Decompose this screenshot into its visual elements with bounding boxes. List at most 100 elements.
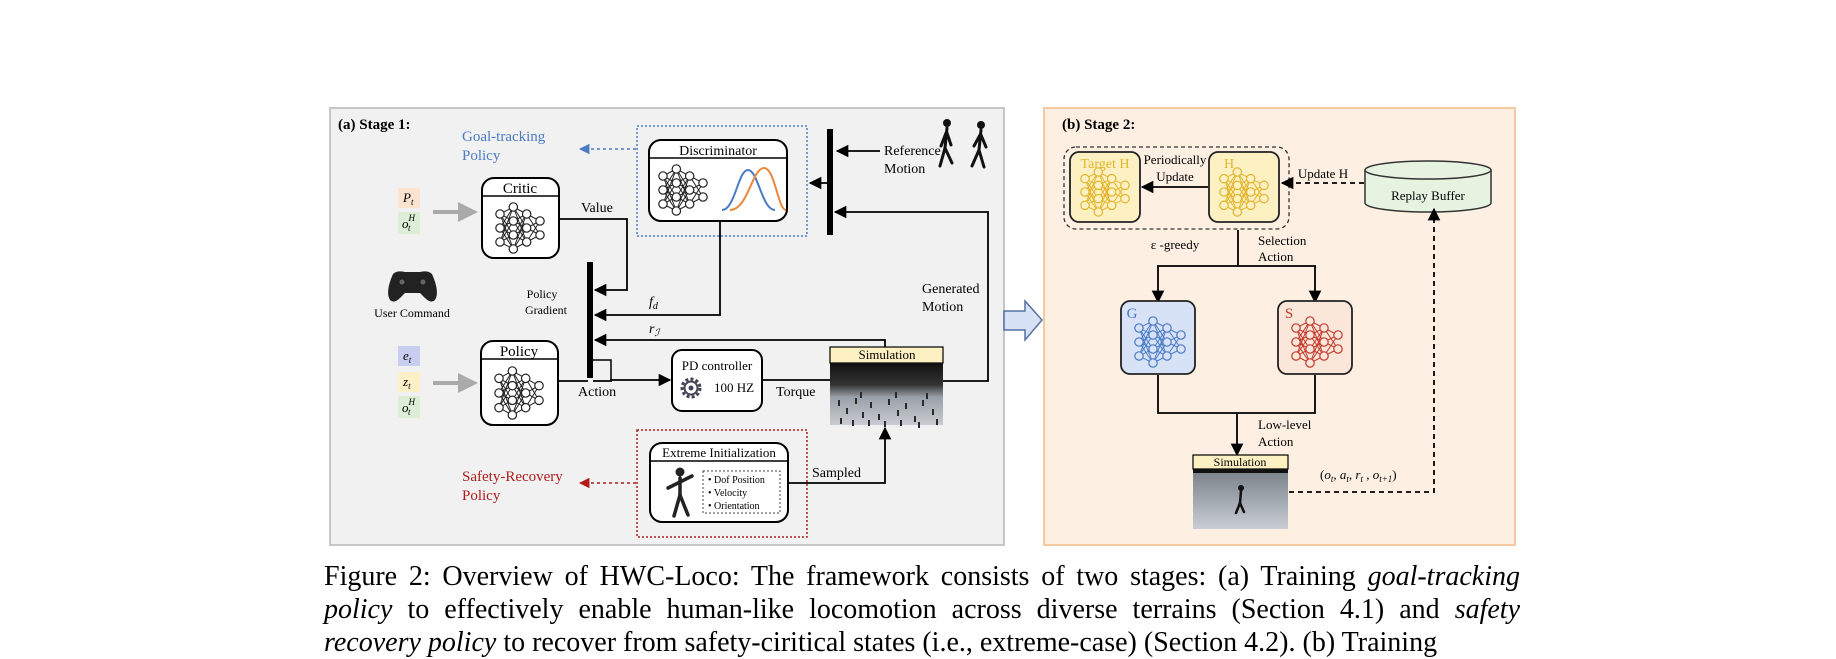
goal-tracking-label-1: Goal-tracking [462, 129, 546, 145]
network-node [1080, 187, 1090, 197]
gamepad-icon [388, 271, 437, 302]
simulation-scene [830, 363, 943, 425]
network-node [1162, 323, 1172, 333]
periodic-update-label-2: Update [1156, 169, 1194, 184]
z-t-symbol: zt [402, 374, 411, 391]
sampled-label: Sampled [812, 466, 861, 481]
network-node [684, 171, 695, 181]
network-node [1319, 323, 1329, 333]
network-node [1232, 180, 1243, 191]
h-box: H [1208, 151, 1280, 223]
discriminator-box: Discriminator [648, 139, 788, 222]
crowd-figure [914, 416, 916, 422]
network-node [495, 223, 505, 233]
sampled-arrow [789, 426, 892, 484]
action-arrow [593, 373, 672, 387]
network-edge [1309, 327, 1325, 364]
orange-distribution-curve [729, 166, 787, 211]
network-node [521, 237, 532, 247]
network-node [1148, 316, 1158, 326]
safety-recovery-label-2: Policy [462, 488, 501, 504]
init-item-velocity: • Velocity [708, 488, 747, 499]
safety-recovery-label-1: Safety-Recovery [462, 469, 563, 485]
transition-tuple-label: (ot, at, rt , ot+1) [1320, 467, 1397, 484]
stage2-title: (b) Stage 2: [1062, 117, 1135, 133]
g-network-icon [1134, 316, 1186, 368]
ri-label: rℐ [649, 322, 661, 339]
network-node [1106, 200, 1117, 211]
network-node [1176, 330, 1186, 340]
user-command-label: User Command [374, 306, 450, 320]
replay-buffer-cylinder: Replay Buffer [1364, 160, 1492, 213]
target-h-network-icon [1080, 167, 1130, 217]
goal-tracking-label-2: Policy [462, 148, 501, 164]
critic-network-icon [495, 202, 545, 254]
network-node [1148, 344, 1158, 354]
network-node [507, 380, 518, 391]
crowd-figure [932, 409, 934, 415]
network-node [1305, 330, 1315, 340]
simulation-crowd [838, 392, 938, 428]
network-node [535, 230, 545, 240]
network-edge [1097, 178, 1113, 213]
network-node [1333, 330, 1343, 340]
eps-greedy-label: ε -greedy [1151, 237, 1200, 252]
caption-prefix: Figure 2: Overview of HWC-Loco: The fram… [324, 561, 1368, 592]
transition-to-buffer-arrow [1289, 207, 1441, 493]
network-node [1219, 173, 1229, 184]
network-node [1148, 330, 1158, 340]
crowd-figure [870, 402, 872, 408]
simulation-label: Simulation [858, 347, 916, 362]
network-node [1219, 200, 1229, 211]
crowd-figure [884, 421, 886, 427]
periodic-update-label-1: Periodically [1144, 152, 1207, 167]
network-node [1093, 207, 1104, 217]
network-node [1093, 180, 1104, 191]
crowd-figure [868, 420, 870, 426]
network-edge [498, 370, 513, 408]
network-node [1291, 351, 1301, 361]
network-node [1305, 316, 1315, 326]
e-t-input [398, 346, 420, 366]
crowd-figure [860, 392, 862, 398]
network-edge [1138, 320, 1154, 357]
h-label: H [1224, 157, 1234, 172]
network-node [1162, 351, 1172, 361]
network-node [520, 373, 531, 384]
generated-motion-label-1: Generated [922, 282, 980, 297]
low-level-action-label-1: Low-level [1258, 417, 1312, 432]
network-node [507, 410, 518, 420]
policy-label: Policy [500, 344, 539, 360]
target-h-label: Target H [1081, 157, 1130, 172]
network-node [521, 223, 532, 233]
network-node [521, 209, 532, 219]
network-node [1232, 207, 1243, 217]
network-edge [1152, 327, 1168, 364]
p-t-symbol: Pt [402, 190, 414, 207]
network-node [698, 192, 708, 202]
low-level-action-label-2: Action [1258, 434, 1294, 449]
value-arrow [560, 218, 628, 297]
crowd-figure [905, 403, 907, 409]
extreme-init-box: Extreme Initialization • Dof Position • … [649, 442, 789, 523]
replay-buffer-label: Replay Buffer [1391, 188, 1465, 203]
action-label: Action [578, 385, 616, 400]
network-node [495, 209, 505, 219]
crowd-figure [926, 393, 928, 399]
o-t-h-input [398, 212, 420, 234]
caption-goal-tracking: goal-tracking policy [324, 561, 1520, 625]
fd-arrow [593, 222, 721, 322]
walking-human-icon-1 [938, 119, 954, 168]
crowd-figure [838, 400, 840, 406]
network-node [1176, 344, 1186, 354]
network-node [494, 402, 504, 413]
reference-motion-label-2: Motion [884, 162, 925, 177]
humanoid-robot-icon [666, 467, 694, 518]
discriminator-frame [636, 125, 808, 237]
discriminator-label: Discriminator [679, 144, 757, 159]
selection-action-label-1: Selection [1258, 233, 1307, 248]
to-g-arrow [1151, 265, 1238, 304]
